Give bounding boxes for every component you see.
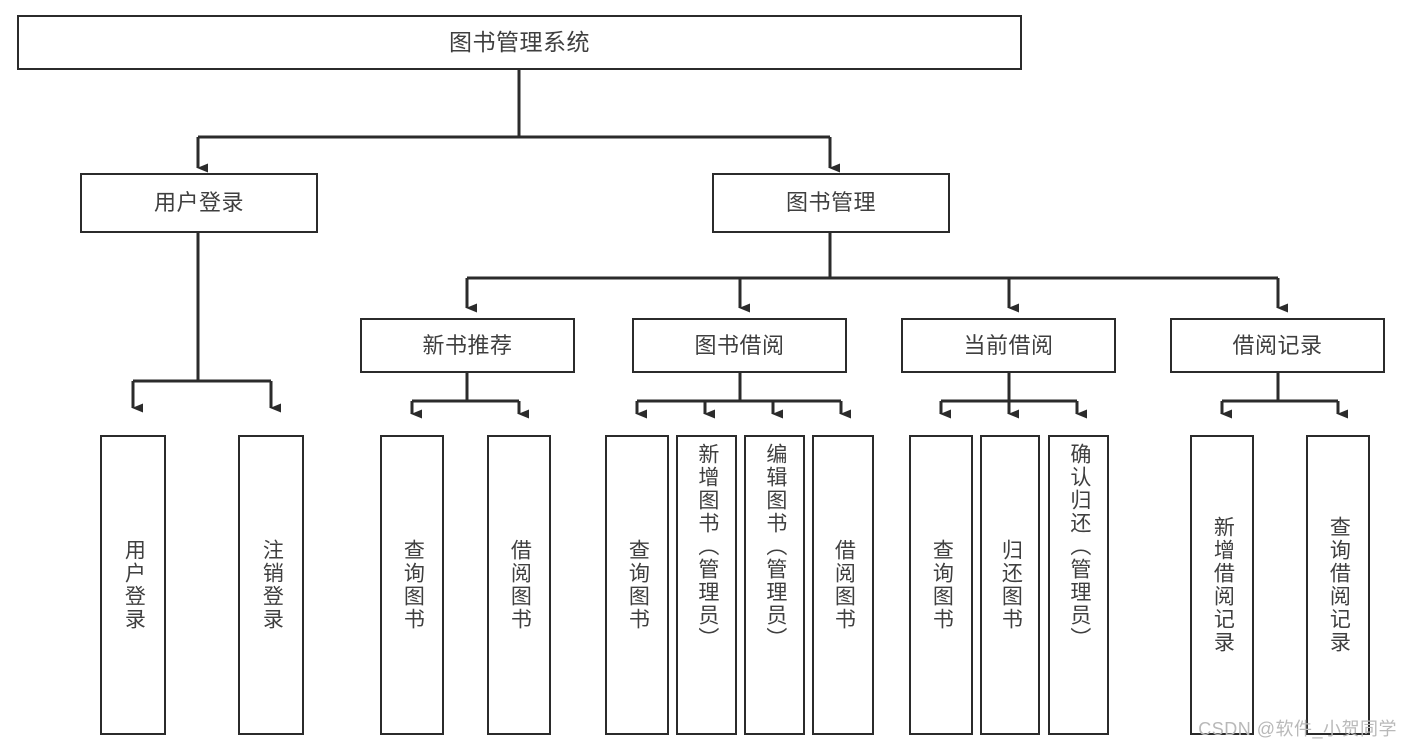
node-book-management[interactable]: 图书管理 bbox=[712, 173, 950, 233]
watermark: CSDN @软件_小贺同学 bbox=[1198, 719, 1397, 739]
node-label: 借阅图书 bbox=[832, 539, 856, 631]
node-label: 确认归还（管理员） bbox=[1067, 443, 1091, 650]
node-label: 借阅记录 bbox=[1232, 332, 1323, 358]
node-label: 图书借阅 bbox=[694, 332, 785, 358]
node-label: 当前借阅 bbox=[963, 332, 1054, 358]
node-label: 查询图书 bbox=[401, 539, 425, 631]
leaf-query-book-current[interactable]: 查询图书 bbox=[909, 435, 973, 735]
node-current-borrow[interactable]: 当前借阅 bbox=[901, 318, 1116, 373]
node-book-borrow[interactable]: 图书借阅 bbox=[632, 318, 847, 373]
leaf-query-book-borrow[interactable]: 查询图书 bbox=[605, 435, 669, 735]
node-label: 借阅图书 bbox=[508, 539, 532, 631]
node-new-book-recommend[interactable]: 新书推荐 bbox=[360, 318, 575, 373]
node-label: 归还图书 bbox=[999, 539, 1023, 631]
leaf-query-borrow-record[interactable]: 查询借阅记录 bbox=[1306, 435, 1370, 735]
leaf-borrow-book-recommend[interactable]: 借阅图书 bbox=[487, 435, 551, 735]
node-label: 图书管理系统 bbox=[449, 29, 590, 56]
node-label: 图书管理 bbox=[785, 190, 876, 216]
node-user-login[interactable]: 用户登录 bbox=[80, 173, 318, 233]
node-label: 新书推荐 bbox=[422, 332, 513, 358]
node-label: 新增借阅记录 bbox=[1211, 516, 1235, 654]
node-label: 用户登录 bbox=[153, 190, 244, 216]
node-label: 查询图书 bbox=[930, 539, 954, 631]
leaf-borrow-book[interactable]: 借阅图书 bbox=[812, 435, 874, 735]
leaf-query-book-recommend[interactable]: 查询图书 bbox=[380, 435, 444, 735]
node-label: 用户登录 bbox=[122, 539, 146, 631]
node-root-system[interactable]: 图书管理系统 bbox=[17, 15, 1022, 70]
node-label: 编辑图书（管理员） bbox=[763, 443, 787, 650]
leaf-add-book-admin[interactable]: 新增图书（管理员） bbox=[676, 435, 737, 735]
node-label: 查询图书 bbox=[626, 539, 650, 631]
leaf-edit-book-admin[interactable]: 编辑图书（管理员） bbox=[744, 435, 805, 735]
leaf-logout[interactable]: 注销登录 bbox=[238, 435, 304, 735]
leaf-user-login[interactable]: 用户登录 bbox=[100, 435, 166, 735]
node-label: 查询借阅记录 bbox=[1327, 516, 1351, 654]
leaf-confirm-return-admin[interactable]: 确认归还（管理员） bbox=[1048, 435, 1109, 735]
node-label: 注销登录 bbox=[260, 539, 284, 631]
node-borrow-record[interactable]: 借阅记录 bbox=[1170, 318, 1385, 373]
leaf-add-borrow-record[interactable]: 新增借阅记录 bbox=[1190, 435, 1254, 735]
leaf-return-book[interactable]: 归还图书 bbox=[980, 435, 1040, 735]
node-label: 新增图书（管理员） bbox=[695, 443, 719, 650]
